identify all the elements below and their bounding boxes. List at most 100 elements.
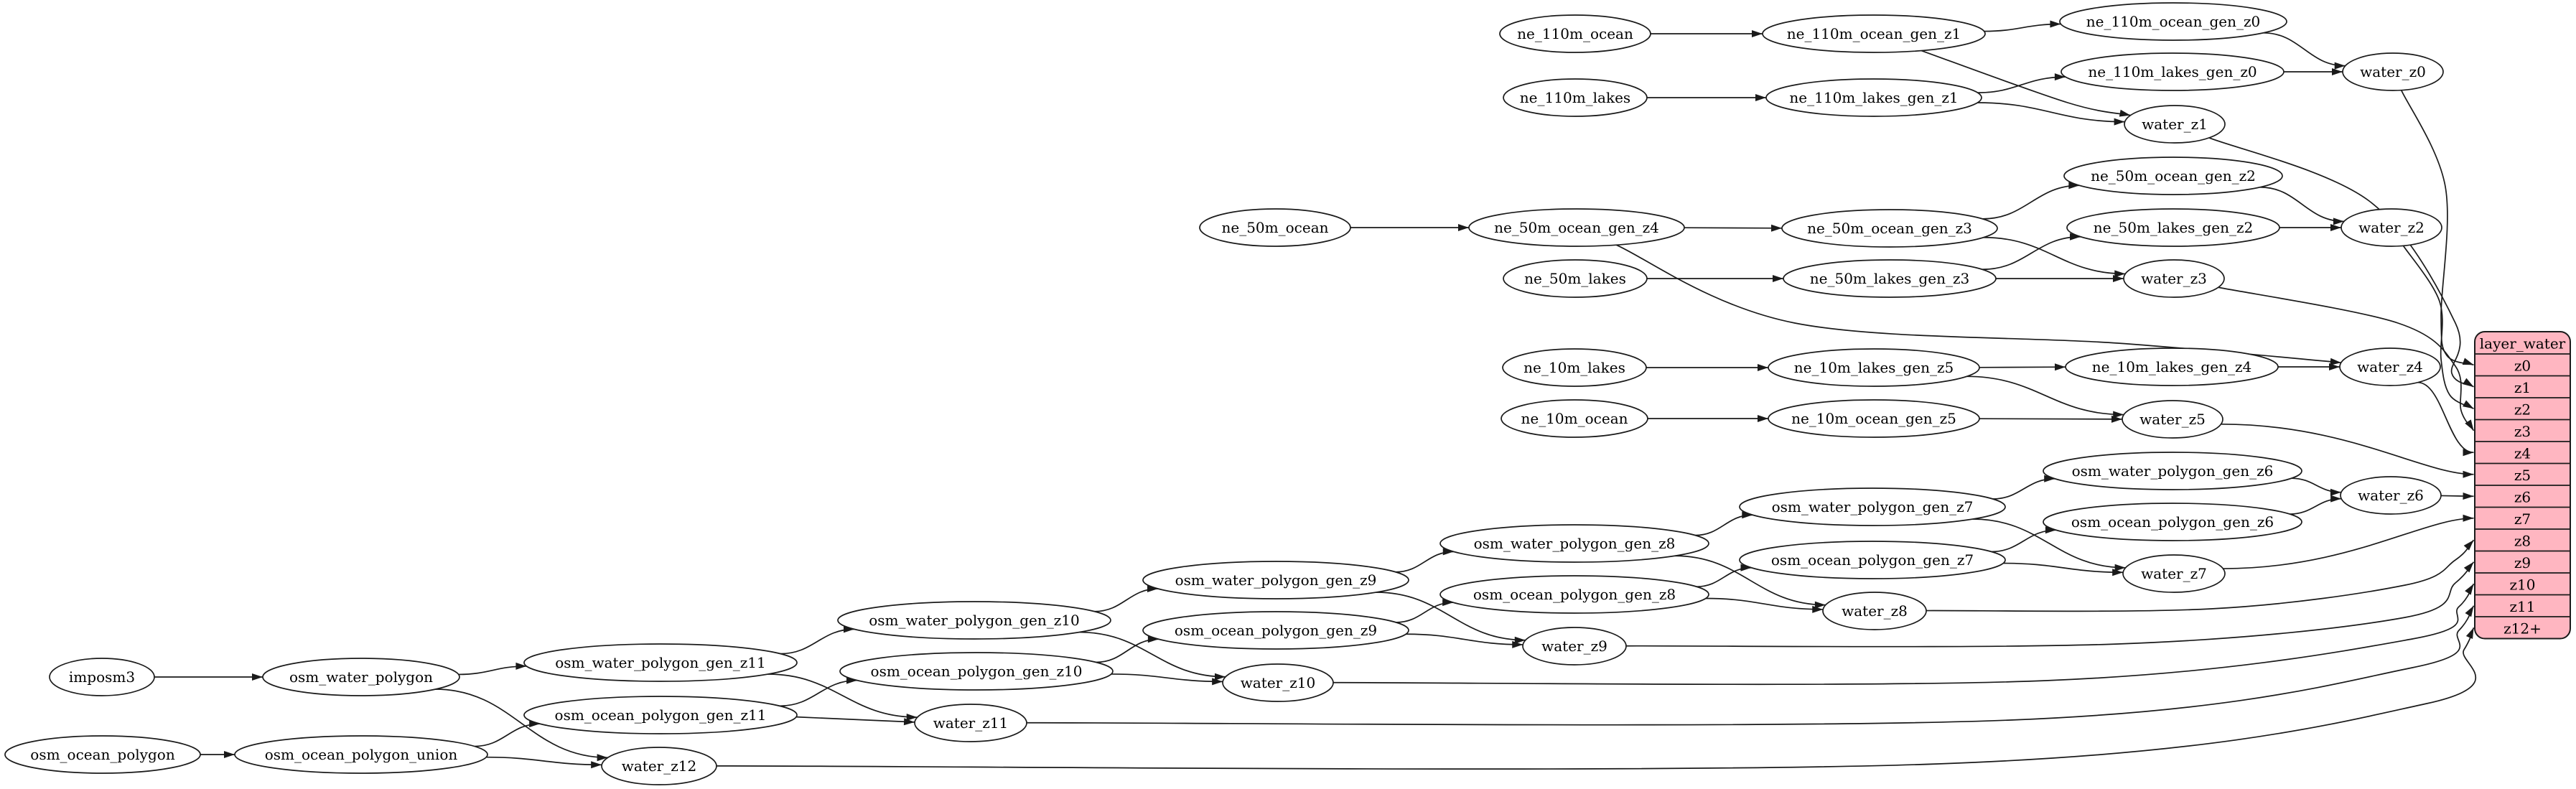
node-ellipse xyxy=(2341,208,2442,247)
node-ne_50m_lakes_gen_z3: ne_50m_lakes_gen_z3 xyxy=(1783,259,1997,298)
table-row-z5: z5 xyxy=(2514,467,2531,484)
node-ellipse xyxy=(1822,592,1927,630)
edge-ne_50m_ocean_gen_z2-to-water_z2 xyxy=(2259,186,2344,223)
node-ne_10m_lakes_gen_z5: ne_10m_lakes_gen_z5 xyxy=(1768,348,1980,387)
node-ellipse xyxy=(2123,259,2225,298)
arrowhead-icon xyxy=(591,761,602,769)
arrowhead-icon xyxy=(2463,492,2474,500)
node-label: water_z4 xyxy=(2357,358,2423,375)
table-row-z9: z9 xyxy=(2514,554,2531,571)
node-water_z8: water_z8 xyxy=(1822,592,1927,630)
arrowhead-icon xyxy=(906,714,918,722)
node-label: ne_50m_ocean_gen_z4 xyxy=(1494,219,1659,236)
node-ellipse xyxy=(1503,259,1648,298)
node-osm_water_polygon_gen_z8: osm_water_polygon_gen_z8 xyxy=(1439,524,1709,563)
node-osm_water_polygon_gen_z10: osm_water_polygon_gen_z10 xyxy=(837,601,1111,640)
edge-water_z1-to-z1 xyxy=(2208,137,2474,388)
node-ellipse xyxy=(1501,399,1648,438)
edge-ne_110m_lakes_gen_z1-to-ne_110m_lakes_gen_z0 xyxy=(1977,76,2066,93)
edge-ne_50m_ocean_gen_z3-to-water_z3 xyxy=(1983,236,2126,275)
edge-osm_ocean_polygon_union-to-osm_ocean_polygon_gen_z11 xyxy=(474,723,541,747)
arrowhead-icon xyxy=(1442,548,1454,556)
node-ne_10m_lakes: ne_10m_lakes xyxy=(1502,348,1647,387)
node-ellipse xyxy=(1439,524,1709,563)
node-label: ne_50m_ocean xyxy=(1221,219,1328,236)
node-label: ne_110m_ocean_gen_z0 xyxy=(2086,13,2261,30)
node-water_z4: water_z4 xyxy=(2339,347,2441,386)
node-ellipse xyxy=(1765,78,1982,117)
node-label: osm_water_polygon_gen_z11 xyxy=(555,654,766,671)
node-label: ne_110m_ocean_gen_z1 xyxy=(1787,25,1961,42)
edge-osm_water_polygon_gen_z10-to-osm_water_polygon_gen_z9 xyxy=(1094,588,1158,612)
edges-layer xyxy=(154,20,2477,770)
node-ellipse xyxy=(1768,399,1980,438)
node-ellipse xyxy=(839,652,1114,691)
node-label: ne_110m_lakes_gen_z0 xyxy=(2088,63,2257,80)
node-osm_water_polygon_gen_z11: osm_water_polygon_gen_z11 xyxy=(523,643,798,682)
node-ellipse xyxy=(49,658,155,696)
edge-osm_water_polygon_gen_z10-to-water_z10 xyxy=(1079,631,1226,678)
node-label: ne_110m_lakes_gen_z1 xyxy=(1789,89,1958,106)
node-water_z10: water_z10 xyxy=(1222,663,1334,702)
edge-osm_water_polygon_gen_z9-to-water_z9 xyxy=(1376,592,1526,641)
node-ellipse xyxy=(1142,611,1409,650)
arrowhead-icon xyxy=(2050,20,2061,28)
edge-osm_water_polygon_gen_z8-to-water_z8 xyxy=(1674,555,1826,606)
table-row-z11: z11 xyxy=(2510,598,2536,615)
node-label: osm_water_polygon_gen_z8 xyxy=(1474,535,1676,552)
edge-osm_ocean_polygon_gen_z8-to-osm_ocean_polygon_gen_z7 xyxy=(1697,566,1752,588)
arrowhead-icon xyxy=(2463,540,2474,551)
node-ellipse xyxy=(1222,663,1334,702)
node-water_z1: water_z1 xyxy=(2124,105,2226,144)
node-ellipse xyxy=(523,643,798,682)
node-ellipse xyxy=(1199,208,1351,247)
edge-osm_ocean_polygon_gen_z10-to-water_z10 xyxy=(1111,673,1223,683)
table-row-z6: z6 xyxy=(2514,488,2531,505)
table-row-z0: z0 xyxy=(2514,357,2531,374)
edge-osm_water_polygon-to-water_z12 xyxy=(435,688,608,759)
table-row-z8: z8 xyxy=(2514,532,2531,549)
node-label: ne_110m_lakes xyxy=(1520,89,1630,106)
arrowhead-icon xyxy=(2463,378,2474,387)
edge-osm_water_polygon_gen_z11-to-water_z11 xyxy=(767,673,918,718)
table-row-z10: z10 xyxy=(2510,576,2536,593)
node-label: ne_50m_lakes xyxy=(1524,270,1626,287)
edge-water_z11-to-z11 xyxy=(1026,605,2475,726)
node-ellipse xyxy=(1499,14,1651,53)
node-ne_110m_lakes: ne_110m_lakes xyxy=(1503,78,1648,117)
node-water_z0: water_z0 xyxy=(2342,52,2444,91)
edge-osm_water_polygon_gen_z9-to-osm_water_polygon_gen_z8 xyxy=(1395,551,1454,573)
arrowhead-icon xyxy=(2114,118,2125,126)
edge-water_z5-to-z5 xyxy=(2221,423,2474,475)
node-ne_50m_lakes: ne_50m_lakes xyxy=(1503,259,1648,298)
node-label: ne_10m_lakes_gen_z4 xyxy=(2092,358,2251,375)
arrowhead-icon xyxy=(2329,363,2340,370)
arrowhead-icon xyxy=(252,673,263,681)
arrowhead-icon xyxy=(1758,364,1768,371)
node-ellipse xyxy=(2339,347,2441,386)
node-osm_ocean_polygon_gen_z10: osm_ocean_polygon_gen_z10 xyxy=(839,652,1114,691)
table-title: layer_water xyxy=(2480,335,2566,353)
table-row-z3: z3 xyxy=(2514,423,2531,440)
edge-osm_ocean_polygon_gen_z10-to-osm_ocean_polygon_gen_z9 xyxy=(1096,638,1159,663)
node-ellipse xyxy=(1522,627,1627,666)
arrowhead-icon xyxy=(2330,358,2341,365)
node-ellipse xyxy=(234,735,488,774)
node-ellipse xyxy=(2122,554,2226,593)
node-ellipse xyxy=(1783,259,1997,298)
arrowhead-icon xyxy=(2463,400,2474,409)
edge-water_z3-to-z3 xyxy=(2218,286,2475,431)
node-ellipse xyxy=(2059,2,2287,41)
edge-water_z9-to-z9 xyxy=(1625,561,2475,648)
arrowhead-icon xyxy=(1512,640,1523,648)
node-label: ne_50m_lakes_gen_z2 xyxy=(2094,219,2253,236)
node-label: ne_110m_ocean xyxy=(1517,25,1633,42)
edge-osm_ocean_polygon_gen_z9-to-water_z9 xyxy=(1406,633,1523,645)
edge-ne_110m_ocean_gen_z0-to-water_z0 xyxy=(2263,32,2346,67)
node-osm_ocean_polygon_gen_z6: osm_ocean_polygon_gen_z6 xyxy=(2043,503,2302,541)
node-ellipse xyxy=(2063,157,2283,195)
arrowhead-icon xyxy=(2465,584,2474,595)
node-label: ne_50m_ocean_gen_z3 xyxy=(1807,220,1972,237)
node-ellipse xyxy=(1781,209,1998,248)
